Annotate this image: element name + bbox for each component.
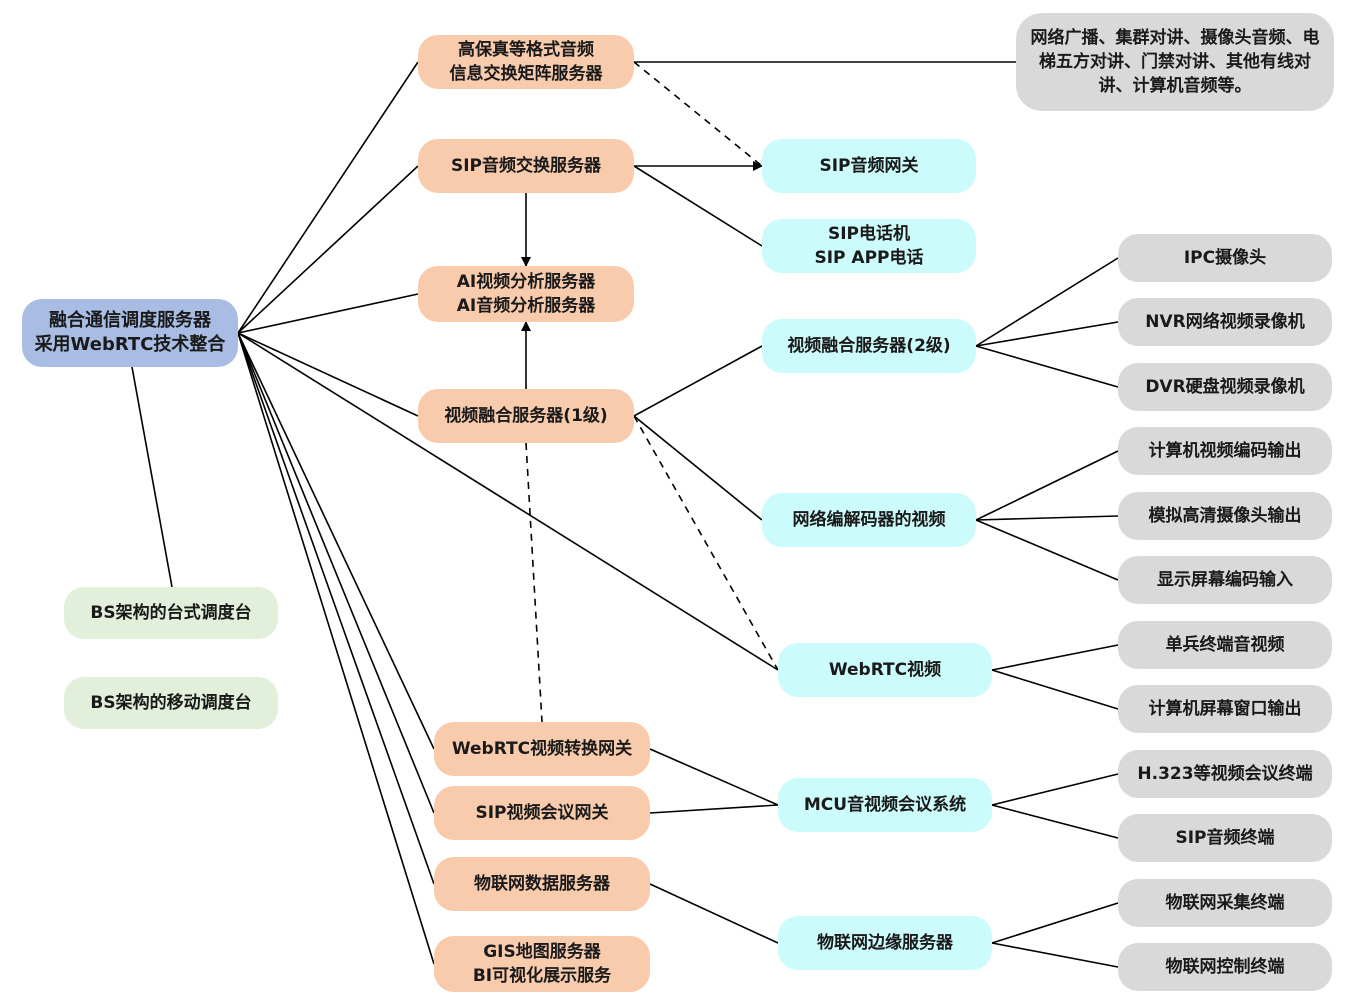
sip-phone: SIP电话机 SIP APP电话 <box>762 219 976 273</box>
video-fusion-server-level2: 视频融合服务器(2级) <box>762 319 976 373</box>
connector-video_fusion_2-to-ipc <box>975 257 1119 347</box>
connector-center-to-bs_desktop <box>131 366 173 588</box>
connector-video_fusion_1-to-webrtc_video <box>633 415 779 671</box>
sip-audio-switch-server: SIP音频交换服务器 <box>418 139 634 193</box>
connector-sip_video_gateway-to-mcu <box>649 804 779 814</box>
dvr-recorder: DVR硬盘视频录像机 <box>1118 363 1332 411</box>
hifi-audio-matrix-server: 高保真等格式音频 信息交换矩阵服务器 <box>418 35 634 89</box>
webrtc-video: WebRTC视频 <box>778 643 992 697</box>
connector-codec_video-to-analog_hd_out <box>975 515 1119 521</box>
connector-webrtc_gateway-to-mcu <box>649 748 779 806</box>
h323-conference-terminal: H.323等视频会议终端 <box>1118 750 1332 798</box>
connector-center-to-video_fusion_1 <box>237 332 419 417</box>
connector-webrtc_video-to-pc_window_out <box>991 669 1119 710</box>
sip-audio-gateway: SIP音频网关 <box>762 139 976 193</box>
nvr-recorder: NVR网络视频录像机 <box>1118 298 1332 346</box>
connector-codec_video-to-screen_encode_in <box>975 519 1119 581</box>
connector-iot_edge-to-iot_collect <box>991 902 1119 944</box>
connector-video_fusion_2-to-nvr <box>975 321 1119 347</box>
iot-data-server: 物联网数据服务器 <box>434 857 650 911</box>
mcu-conference-system: MCU音视频会议系统 <box>778 778 992 832</box>
connector-center-to-webrtc_video <box>237 332 779 671</box>
iot-control-terminal: 物联网控制终端 <box>1118 943 1332 991</box>
connector-iot_data-to-iot_edge <box>649 883 779 944</box>
ai-analysis-server: AI视频分析服务器 AI音频分析服务器 <box>418 266 634 322</box>
audio-sources-note: 网络广播、集群对讲、摄像头音频、电梯五方对讲、门禁对讲、其他有线对讲、计算机音频… <box>1016 13 1334 111</box>
webrtc-video-gateway: WebRTC视频转换网关 <box>434 722 650 776</box>
connector-center-to-iot_data <box>237 332 435 885</box>
connector-center-to-sip_audio_switch <box>237 165 419 334</box>
connector-video_fusion_1-to-video_fusion_2 <box>633 345 763 417</box>
ipc-camera: IPC摄像头 <box>1118 234 1332 282</box>
sip-video-conference-gateway: SIP视频会议网关 <box>434 786 650 840</box>
connector-mcu-to-h323_terminal <box>991 773 1119 806</box>
bs-mobile-console: BS架构的移动调度台 <box>64 677 278 729</box>
connector-sip_audio_switch-to-sip_phone <box>633 165 763 247</box>
connector-video_fusion_1-to-webrtc_gateway <box>525 442 543 723</box>
connector-video_fusion_1-to-codec_video <box>633 415 763 521</box>
network-codec-video: 网络编解码器的视频 <box>762 493 976 547</box>
connector-center-to-hifi_matrix <box>237 61 419 334</box>
connector-iot_edge-to-iot_control <box>991 942 1119 968</box>
connector-webrtc_video-to-soldier_terminal <box>991 644 1119 671</box>
connector-center-to-webrtc_gateway <box>237 332 435 750</box>
iot-collection-terminal: 物联网采集终端 <box>1118 879 1332 927</box>
iot-edge-server: 物联网边缘服务器 <box>778 916 992 970</box>
connector-center-to-gis_bi <box>237 332 435 965</box>
pc-screen-window-output: 计算机屏幕窗口输出 <box>1118 685 1332 733</box>
connector-hifi_matrix-to-sip_audio_gateway <box>633 61 763 167</box>
center-dispatch-server: 融合通信调度服务器 采用WebRTC技术整合 <box>22 299 238 367</box>
gis-bi-server: GIS地图服务器 BI可视化展示服务 <box>434 936 650 992</box>
connector-video_fusion_2-to-dvr <box>975 345 1119 388</box>
screen-encode-input: 显示屏幕编码输入 <box>1118 556 1332 604</box>
connector-codec_video-to-pc_video_out <box>975 450 1119 521</box>
video-fusion-server-level1: 视频融合服务器(1级) <box>418 389 634 443</box>
sip-audio-terminal: SIP音频终端 <box>1118 814 1332 862</box>
connector-center-to-ai_analysis <box>237 293 419 334</box>
connector-center-to-sip_video_gateway <box>237 332 435 814</box>
connector-mcu-to-sip_audio_terminal <box>991 804 1119 839</box>
pc-video-encode-output: 计算机视频编码输出 <box>1118 427 1332 475</box>
bs-desktop-console: BS架构的台式调度台 <box>64 587 278 639</box>
soldier-terminal: 单兵终端音视频 <box>1118 621 1332 669</box>
analog-hd-camera-output: 模拟高清摄像头输出 <box>1118 492 1332 540</box>
